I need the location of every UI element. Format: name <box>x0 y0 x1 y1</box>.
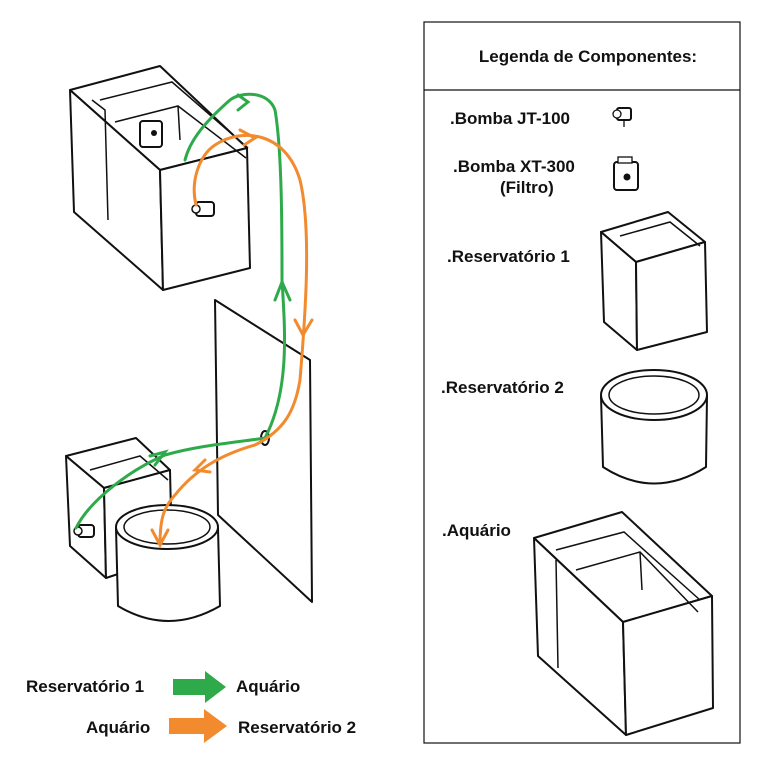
key-green-to: Aquário <box>236 677 300 696</box>
green-arrow-icon <box>173 671 226 703</box>
key-green-from: Reservatório 1 <box>26 677 144 696</box>
reservoir-box-icon <box>600 211 708 351</box>
aquarium-illustration <box>69 65 251 291</box>
legend-item-label: .Reservatório 1 <box>447 247 570 266</box>
key-orange-from: Aquário <box>86 718 150 737</box>
legend-item-label: .Bomba JT-100 <box>450 109 570 128</box>
legend-item-label: .Aquário <box>442 521 511 540</box>
pump-jt100-illustration <box>191 201 215 217</box>
legend-title: Legenda de Componentes: <box>479 47 697 66</box>
reservoir-cylinder-icon <box>600 369 708 485</box>
pump-xt300-icon <box>613 156 639 191</box>
reservoir-2-illustration <box>115 504 221 622</box>
legend-item-label: .Bomba XT-300 <box>453 157 575 176</box>
wall-panel <box>214 299 313 603</box>
orange-arrow-icon <box>169 709 227 743</box>
legend-item-label: .Reservatório 2 <box>441 378 564 397</box>
aquarium-icon <box>533 511 714 736</box>
legend-panel: Legenda de Componentes: .Bomba JT-100 .B… <box>423 21 741 744</box>
green-flow-path <box>74 92 292 530</box>
flow-key: Reservatório 1 Aquário Aquário Reservató… <box>26 671 356 743</box>
legend-item-sublabel: (Filtro) <box>500 178 554 197</box>
pump-jt100-icon <box>612 107 632 127</box>
orange-flow-path <box>150 128 314 549</box>
key-orange-to: Reservatório 2 <box>238 718 356 737</box>
pump-xt300-illustration <box>139 120 163 148</box>
